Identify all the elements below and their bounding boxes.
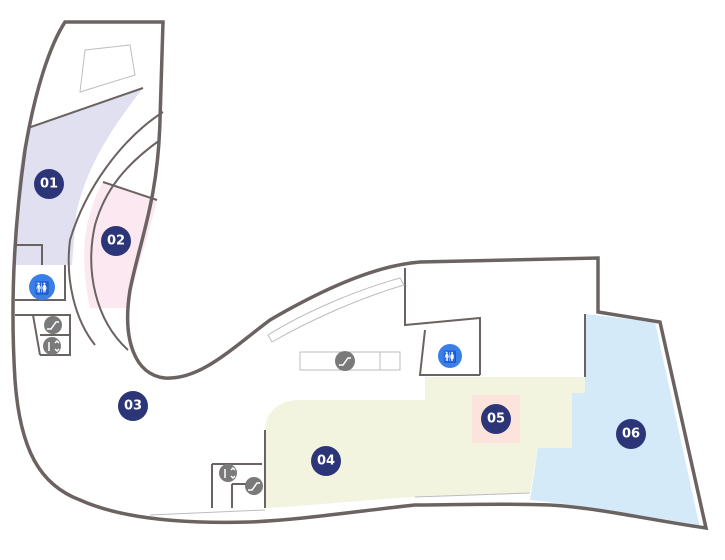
zone-label: 03 bbox=[124, 399, 142, 414]
zone-badge-02[interactable]: 02 bbox=[101, 226, 131, 256]
zone-label: 01 bbox=[40, 177, 58, 192]
escalator-icon[interactable] bbox=[44, 316, 62, 334]
zone-label: 04 bbox=[317, 454, 335, 469]
restroom-icon[interactable]: 🚻 bbox=[29, 274, 55, 300]
escalator-icon[interactable] bbox=[245, 477, 263, 495]
svg-text:🚻: 🚻 bbox=[443, 351, 457, 364]
zone-badge-03[interactable]: 03 bbox=[118, 391, 148, 421]
elevator-icon[interactable] bbox=[219, 464, 237, 482]
zone-badge-01[interactable]: 01 bbox=[34, 169, 64, 199]
building-outline bbox=[11, 20, 709, 531]
zone-badge-06[interactable]: 06 bbox=[616, 419, 646, 449]
zone-badge-05[interactable]: 05 bbox=[481, 404, 511, 434]
elevator-icon[interactable] bbox=[43, 337, 61, 355]
zone-label: 02 bbox=[107, 234, 125, 249]
svg-text:🚻: 🚻 bbox=[35, 281, 50, 295]
zone-label: 05 bbox=[487, 412, 505, 427]
interior-walls bbox=[15, 44, 586, 516]
zone-06-area[interactable] bbox=[530, 314, 700, 528]
escalator-icon[interactable] bbox=[335, 351, 355, 371]
restroom-icon[interactable]: 🚻 bbox=[438, 344, 462, 368]
zone-badge-04[interactable]: 04 bbox=[311, 446, 341, 476]
zone-01-area[interactable] bbox=[15, 88, 143, 265]
zone-label: 06 bbox=[622, 427, 640, 442]
